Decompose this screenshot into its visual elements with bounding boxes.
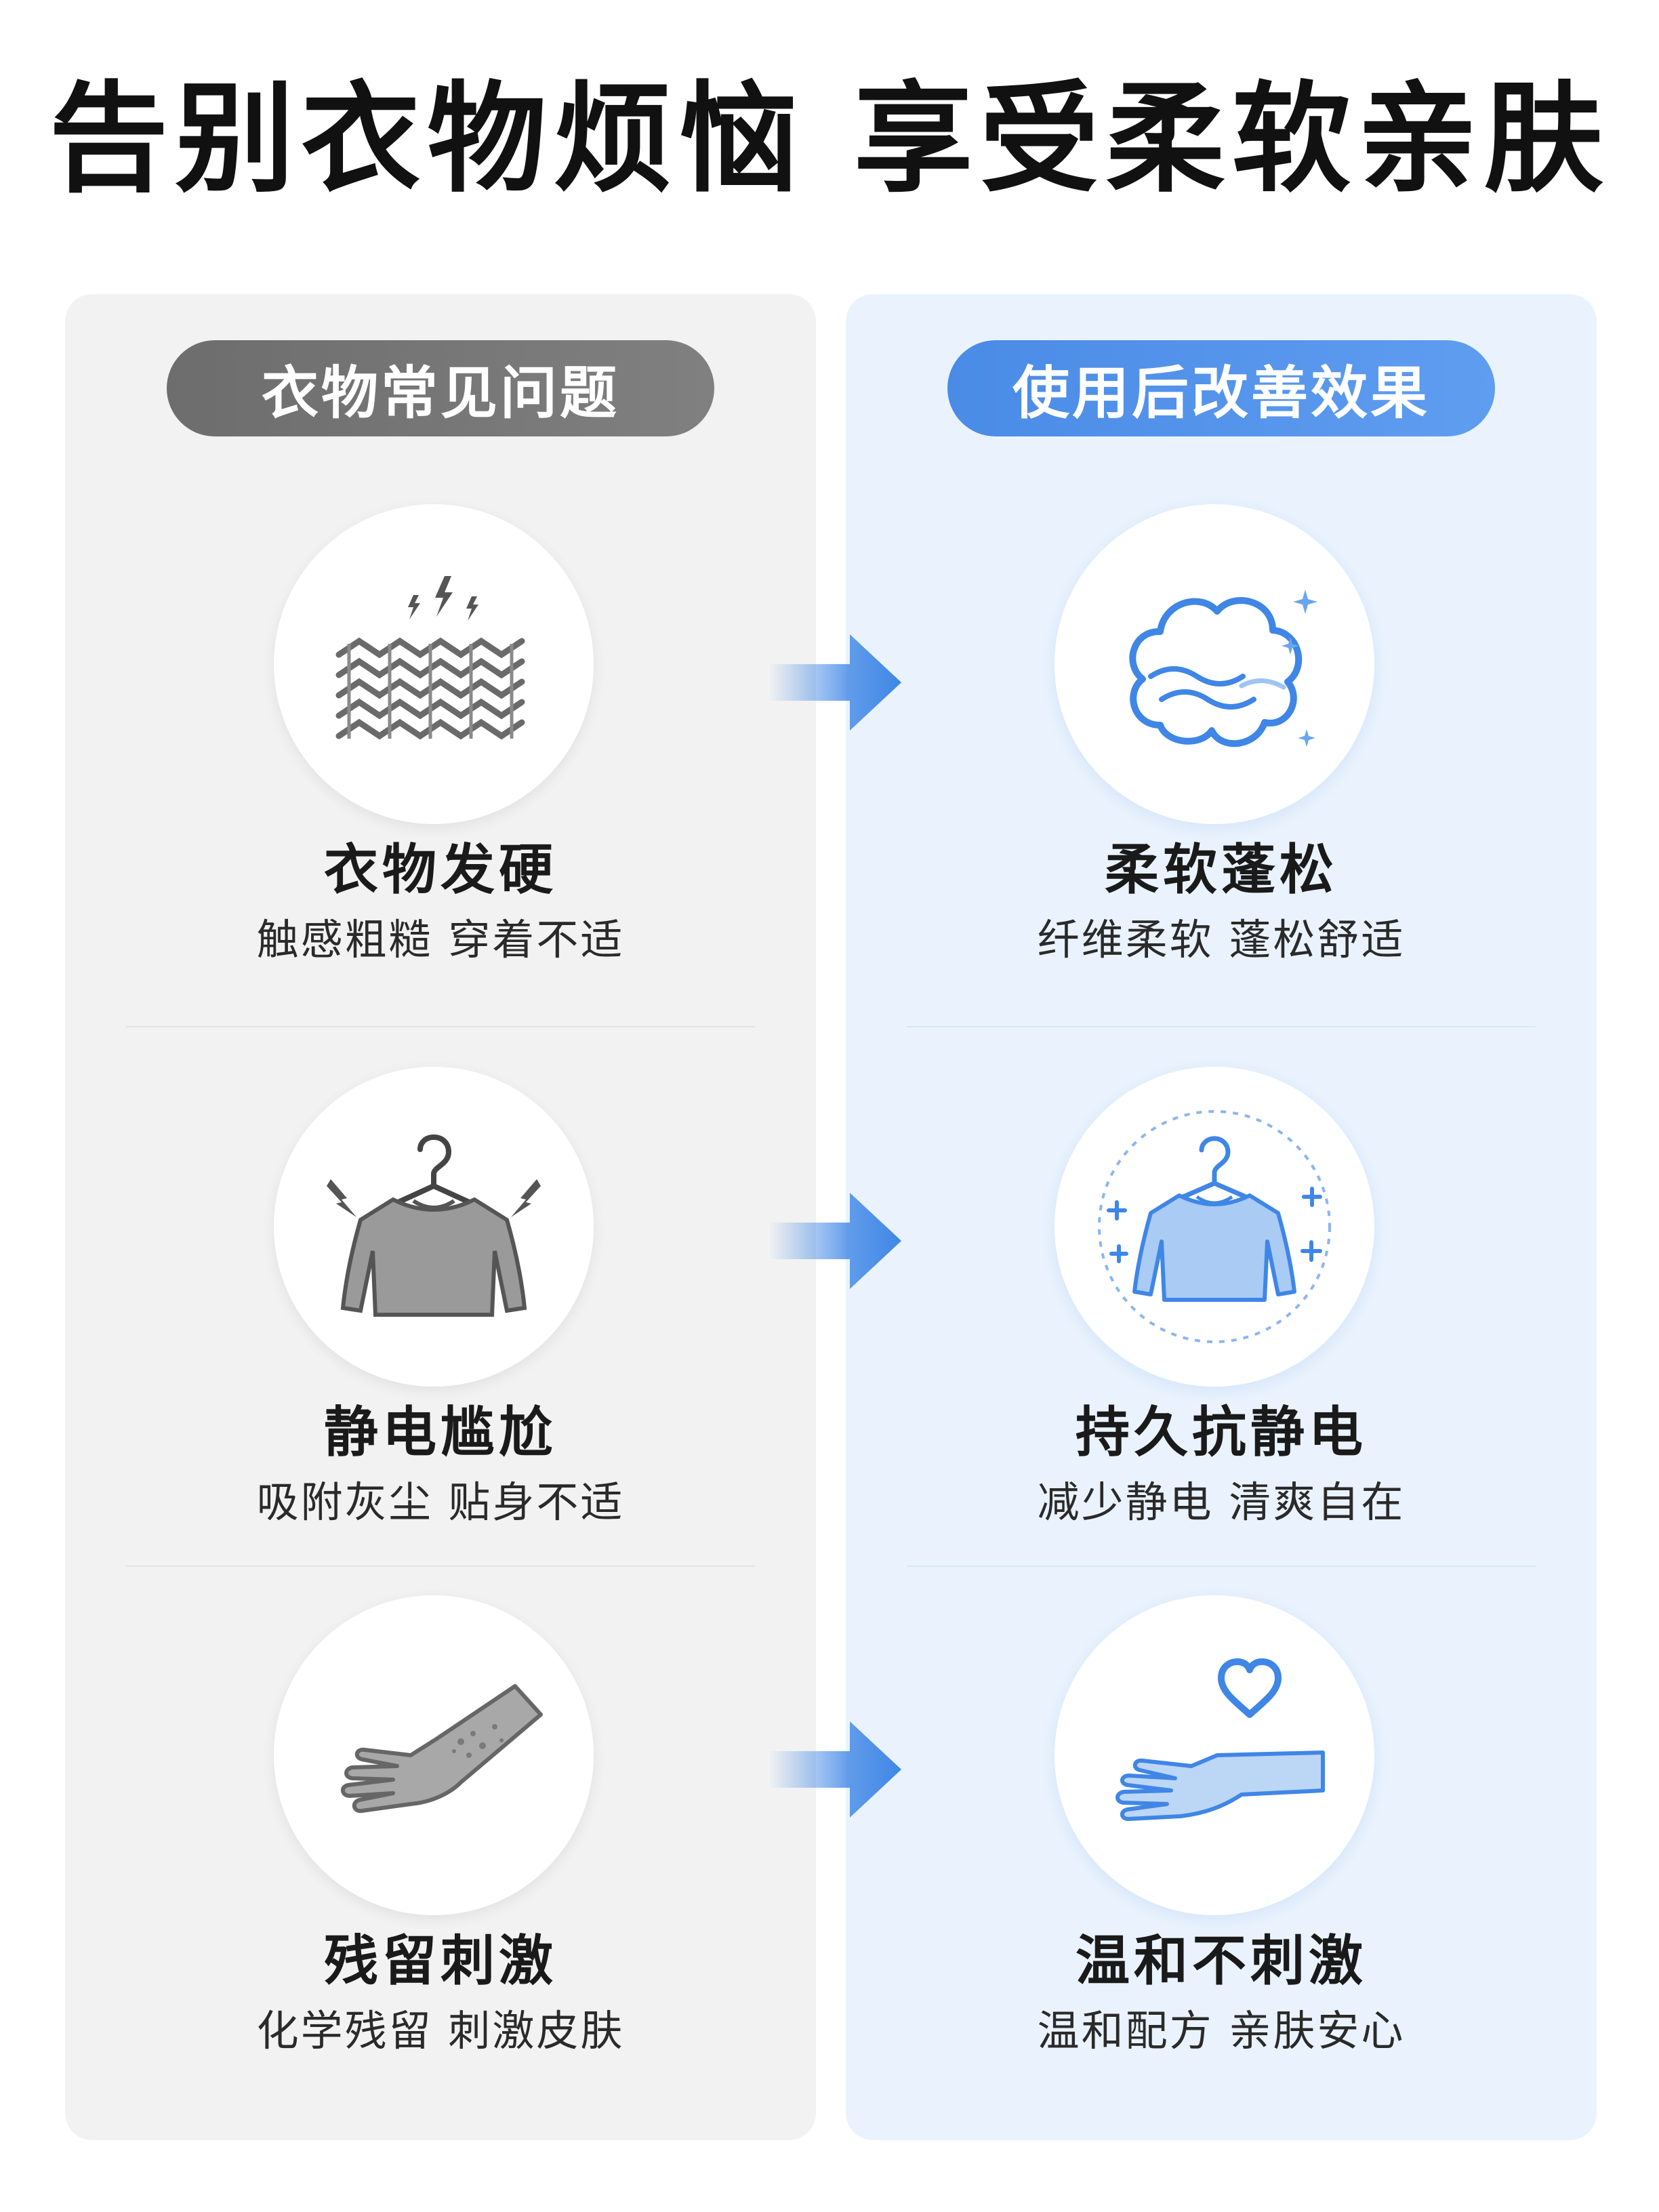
improvements-panel: 使用后改善效果 柔软蓬松 纤维柔软 蓬松舒适 [846,294,1597,2140]
improvement-icon-circle [1054,504,1374,824]
problem-subtitle: 化学残留 刺激皮肤 [256,2006,625,2055]
arrow-right-icon [769,1719,904,1820]
divider [126,1565,755,1567]
irritated-arm-icon [341,1684,543,1814]
improvement-item: 柔软蓬松 纤维柔软 蓬松舒适 [846,504,1597,1046]
divider [126,1026,755,1027]
problem-title: 静电尴尬 [324,1401,557,1464]
problem-title: 残留刺激 [324,1929,557,1992]
arrow-right-icon [769,632,904,733]
page-headline: 告别衣物烦恼 享受柔软亲肤 [49,70,1610,209]
problem-item: 衣物发硬 触感粗糙 穿着不适 [65,504,816,1046]
problem-title: 衣物发硬 [324,838,557,901]
improvements-label: 使用后改善效果 [947,340,1495,436]
improvement-item: 持久抗静电 减少静电 清爽自在 [846,1067,1597,1609]
rough-fabric-icon [335,576,525,740]
divider [907,1026,1536,1027]
problem-subtitle: 吸附灰尘 贴身不适 [256,1477,625,1527]
improvement-icon-circle [1054,1067,1374,1387]
improvement-subtitle: 减少静电 清爽自在 [1037,1477,1406,1527]
problem-item: 静电尴尬 吸附灰尘 贴身不适 [65,1067,816,1609]
problem-item: 残留刺激 化学残留 刺激皮肤 [65,1595,816,2137]
improvement-title: 持久抗静电 [1076,1401,1367,1464]
improvement-title: 柔软蓬松 [1105,838,1338,901]
divider [907,1565,1536,1567]
anti-static-sweater-icon [1098,1110,1331,1343]
problem-icon-circle [274,504,594,824]
improvement-title: 温和不刺激 [1076,1929,1367,1992]
improvement-icon-circle [1054,1595,1374,1915]
fluffy-cloud-icon [1129,590,1317,747]
problems-label: 衣物常见问题 [167,340,714,436]
problem-icon-circle [274,1595,594,1915]
improvement-subtitle: 纤维柔软 蓬松舒适 [1037,915,1406,964]
improvement-subtitle: 温和配方 亲肤安心 [1037,2006,1406,2055]
gentle-hand-heart-icon [1115,1658,1325,1821]
problems-panel: 衣物常见问题 衣物发硬 [65,294,816,2140]
static-sweater-icon [327,1134,541,1317]
problem-subtitle: 触感粗糙 穿着不适 [256,915,625,964]
improvement-item: 温和不刺激 温和配方 亲肤安心 [846,1595,1597,2137]
arrow-right-icon [769,1190,904,1292]
problem-icon-circle [274,1067,594,1387]
